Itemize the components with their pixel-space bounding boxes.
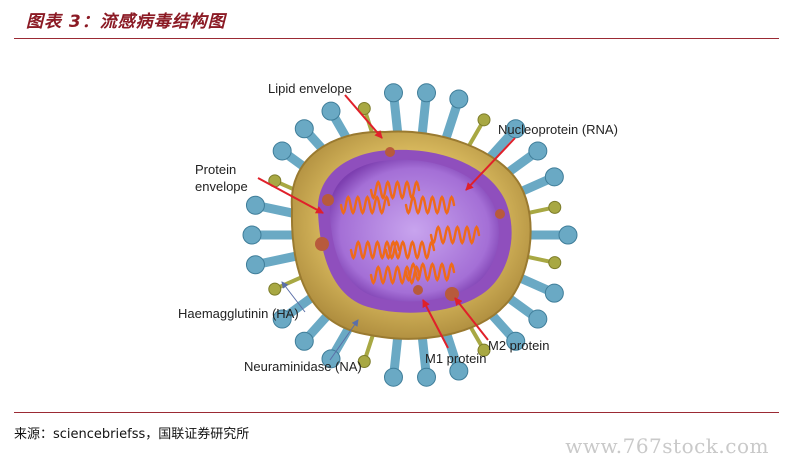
arrow-m1-protein <box>422 299 449 349</box>
ha-spike <box>245 195 300 219</box>
label-protein-envelope-line2: envelope <box>195 179 248 194</box>
ha-spike <box>513 272 564 303</box>
na-spike <box>357 330 376 368</box>
rna-coil <box>404 261 456 283</box>
surface-spikes <box>242 83 578 387</box>
rna-coil <box>404 194 456 216</box>
rna-coil <box>339 194 391 216</box>
ha-spike <box>417 83 437 138</box>
ha-spike <box>523 225 578 245</box>
na-spike <box>268 274 305 296</box>
arrow-m2-protein <box>454 297 489 341</box>
na-spike <box>523 200 562 216</box>
label-neuraminidase: Neuraminidase (NA) <box>244 359 362 374</box>
rna-coil <box>429 224 481 246</box>
arrow-protein-envelope <box>257 177 324 214</box>
rna-coil <box>384 239 436 261</box>
ha-spike <box>245 251 300 275</box>
label-lipid-envelope: Lipid envelope <box>268 81 352 96</box>
ha-spike <box>383 332 403 387</box>
ha-spike <box>484 119 526 163</box>
figure-title: 图表 3：流感病毒结构图 <box>26 12 226 32</box>
ha-spike <box>417 332 437 387</box>
rna-coil <box>349 239 401 261</box>
watermark: www.767stock.com <box>565 434 769 458</box>
ha-spike <box>383 83 403 138</box>
ha-spike <box>500 141 548 179</box>
arrow-haemagglutinin <box>281 281 306 313</box>
ha-spike <box>272 291 320 329</box>
arrow-neuraminidase <box>329 319 359 361</box>
label-haemagglutinin: Haemagglutinin (HA) <box>178 306 299 321</box>
na-spike <box>523 254 562 270</box>
source-note: 来源：sciencebriefss，国联证券研究所 <box>14 427 250 442</box>
rna-coil <box>369 264 421 286</box>
label-m2-protein: M2 protein <box>488 338 549 353</box>
ha-spike <box>500 291 548 329</box>
na-spike <box>467 113 491 148</box>
top-divider <box>14 38 779 39</box>
label-protein-envelope-line1: Protein <box>195 162 236 177</box>
label-nucleoprotein: Nucleoprotein (RNA) <box>498 122 618 137</box>
arrow-lipid-envelope <box>344 94 383 139</box>
label-m1-protein: M1 protein <box>425 351 486 366</box>
arrow-nucleoprotein <box>465 137 516 191</box>
ha-spike <box>441 328 469 381</box>
ha-spike <box>441 89 469 142</box>
nucleoprotein-rna-coils <box>339 179 481 286</box>
bottom-divider <box>14 412 779 413</box>
ha-spike <box>513 167 564 198</box>
rna-coil <box>369 179 421 201</box>
ha-spike <box>242 225 297 245</box>
